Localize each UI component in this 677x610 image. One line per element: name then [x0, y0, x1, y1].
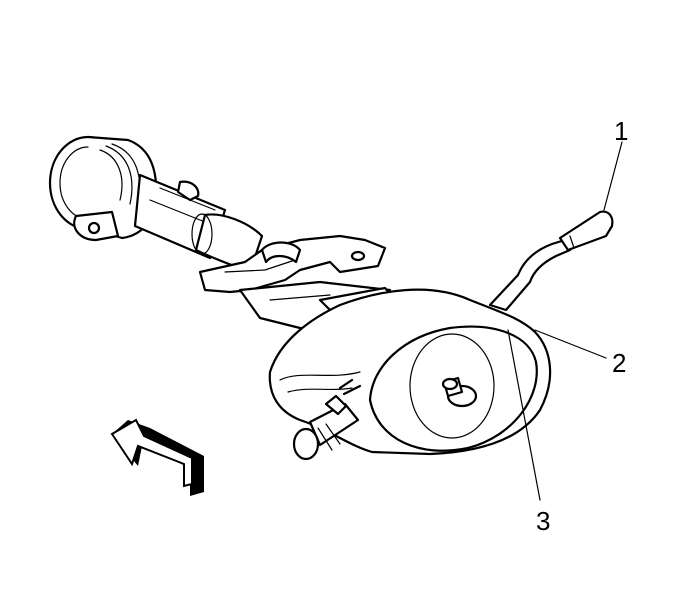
callout-2: 2 [612, 348, 626, 378]
leader-line-2 [534, 329, 607, 359]
ignition-switch-stub [292, 378, 362, 461]
leader-line-1 [603, 141, 623, 211]
callout-3: 3 [536, 506, 550, 536]
callout-1: 1 [614, 116, 628, 146]
column-end-housing [48, 135, 158, 242]
lock-cylinder [441, 376, 478, 408]
arrow-left-icon [110, 418, 204, 496]
leader-lines [507, 141, 623, 501]
multifunction-lever [488, 210, 614, 312]
leader-line-3 [507, 329, 541, 501]
